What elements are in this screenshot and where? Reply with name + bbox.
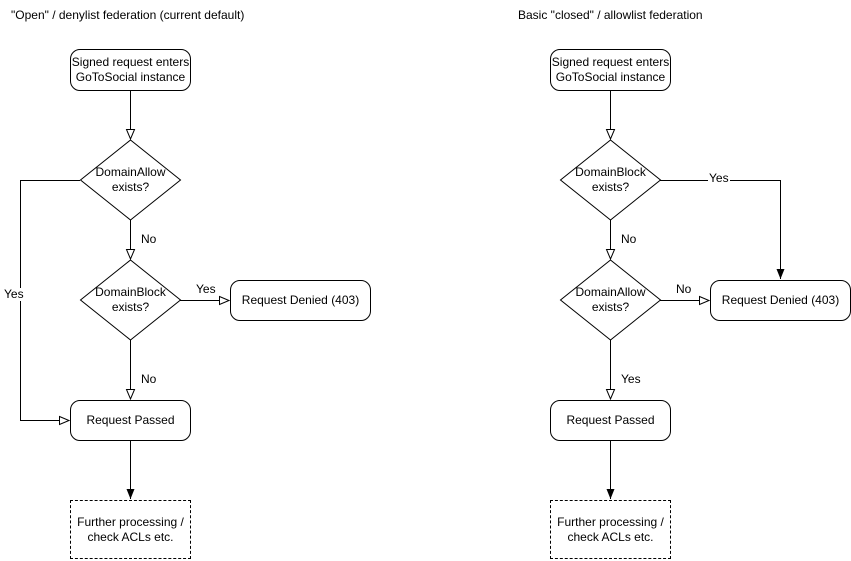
right-edge-label-decision2-no: No [675, 282, 693, 296]
left-node-start: Signed request enters GoToSocial instanc… [70, 49, 191, 91]
left-chart-title: "Open" / denylist federation (current de… [11, 8, 245, 22]
right-node-request-denied: Request Denied (403) [710, 280, 851, 321]
right-node-request-passed: Request Passed [550, 400, 671, 441]
right-decision1-diamond [559, 139, 662, 221]
left-decision2-diamond [79, 259, 182, 341]
left-edge-label-decision2-yes: Yes [195, 282, 217, 296]
right-chart-title: Basic "closed" / allowlist federation [518, 8, 703, 22]
left-node-request-denied: Request Denied (403) [230, 280, 371, 321]
left-node-request-passed: Request Passed [70, 400, 191, 441]
right-node-start: Signed request enters GoToSocial instanc… [550, 49, 671, 91]
left-node-further-processing: Further processing / check ACLs etc. [70, 500, 191, 559]
right-edge-label-decision2-yes: Yes [620, 372, 642, 386]
left-edge-label-decision2-no: No [140, 372, 158, 386]
right-node-further-processing: Further processing / check ACLs etc. [550, 500, 671, 559]
edge-left-decision1-yes-to-passed [20, 180, 80, 426]
left-decision1-diamond [79, 139, 182, 221]
right-edge-label-decision1-no: No [620, 232, 638, 246]
right-decision2-diamond [559, 259, 662, 341]
left-edge-label-decision1-yes: Yes [3, 287, 25, 301]
edge-right-decision1-yes-to-denied [660, 180, 785, 279]
right-edge-label-decision1-yes: Yes [708, 171, 730, 185]
left-edge-label-decision1-no: No [140, 232, 158, 246]
